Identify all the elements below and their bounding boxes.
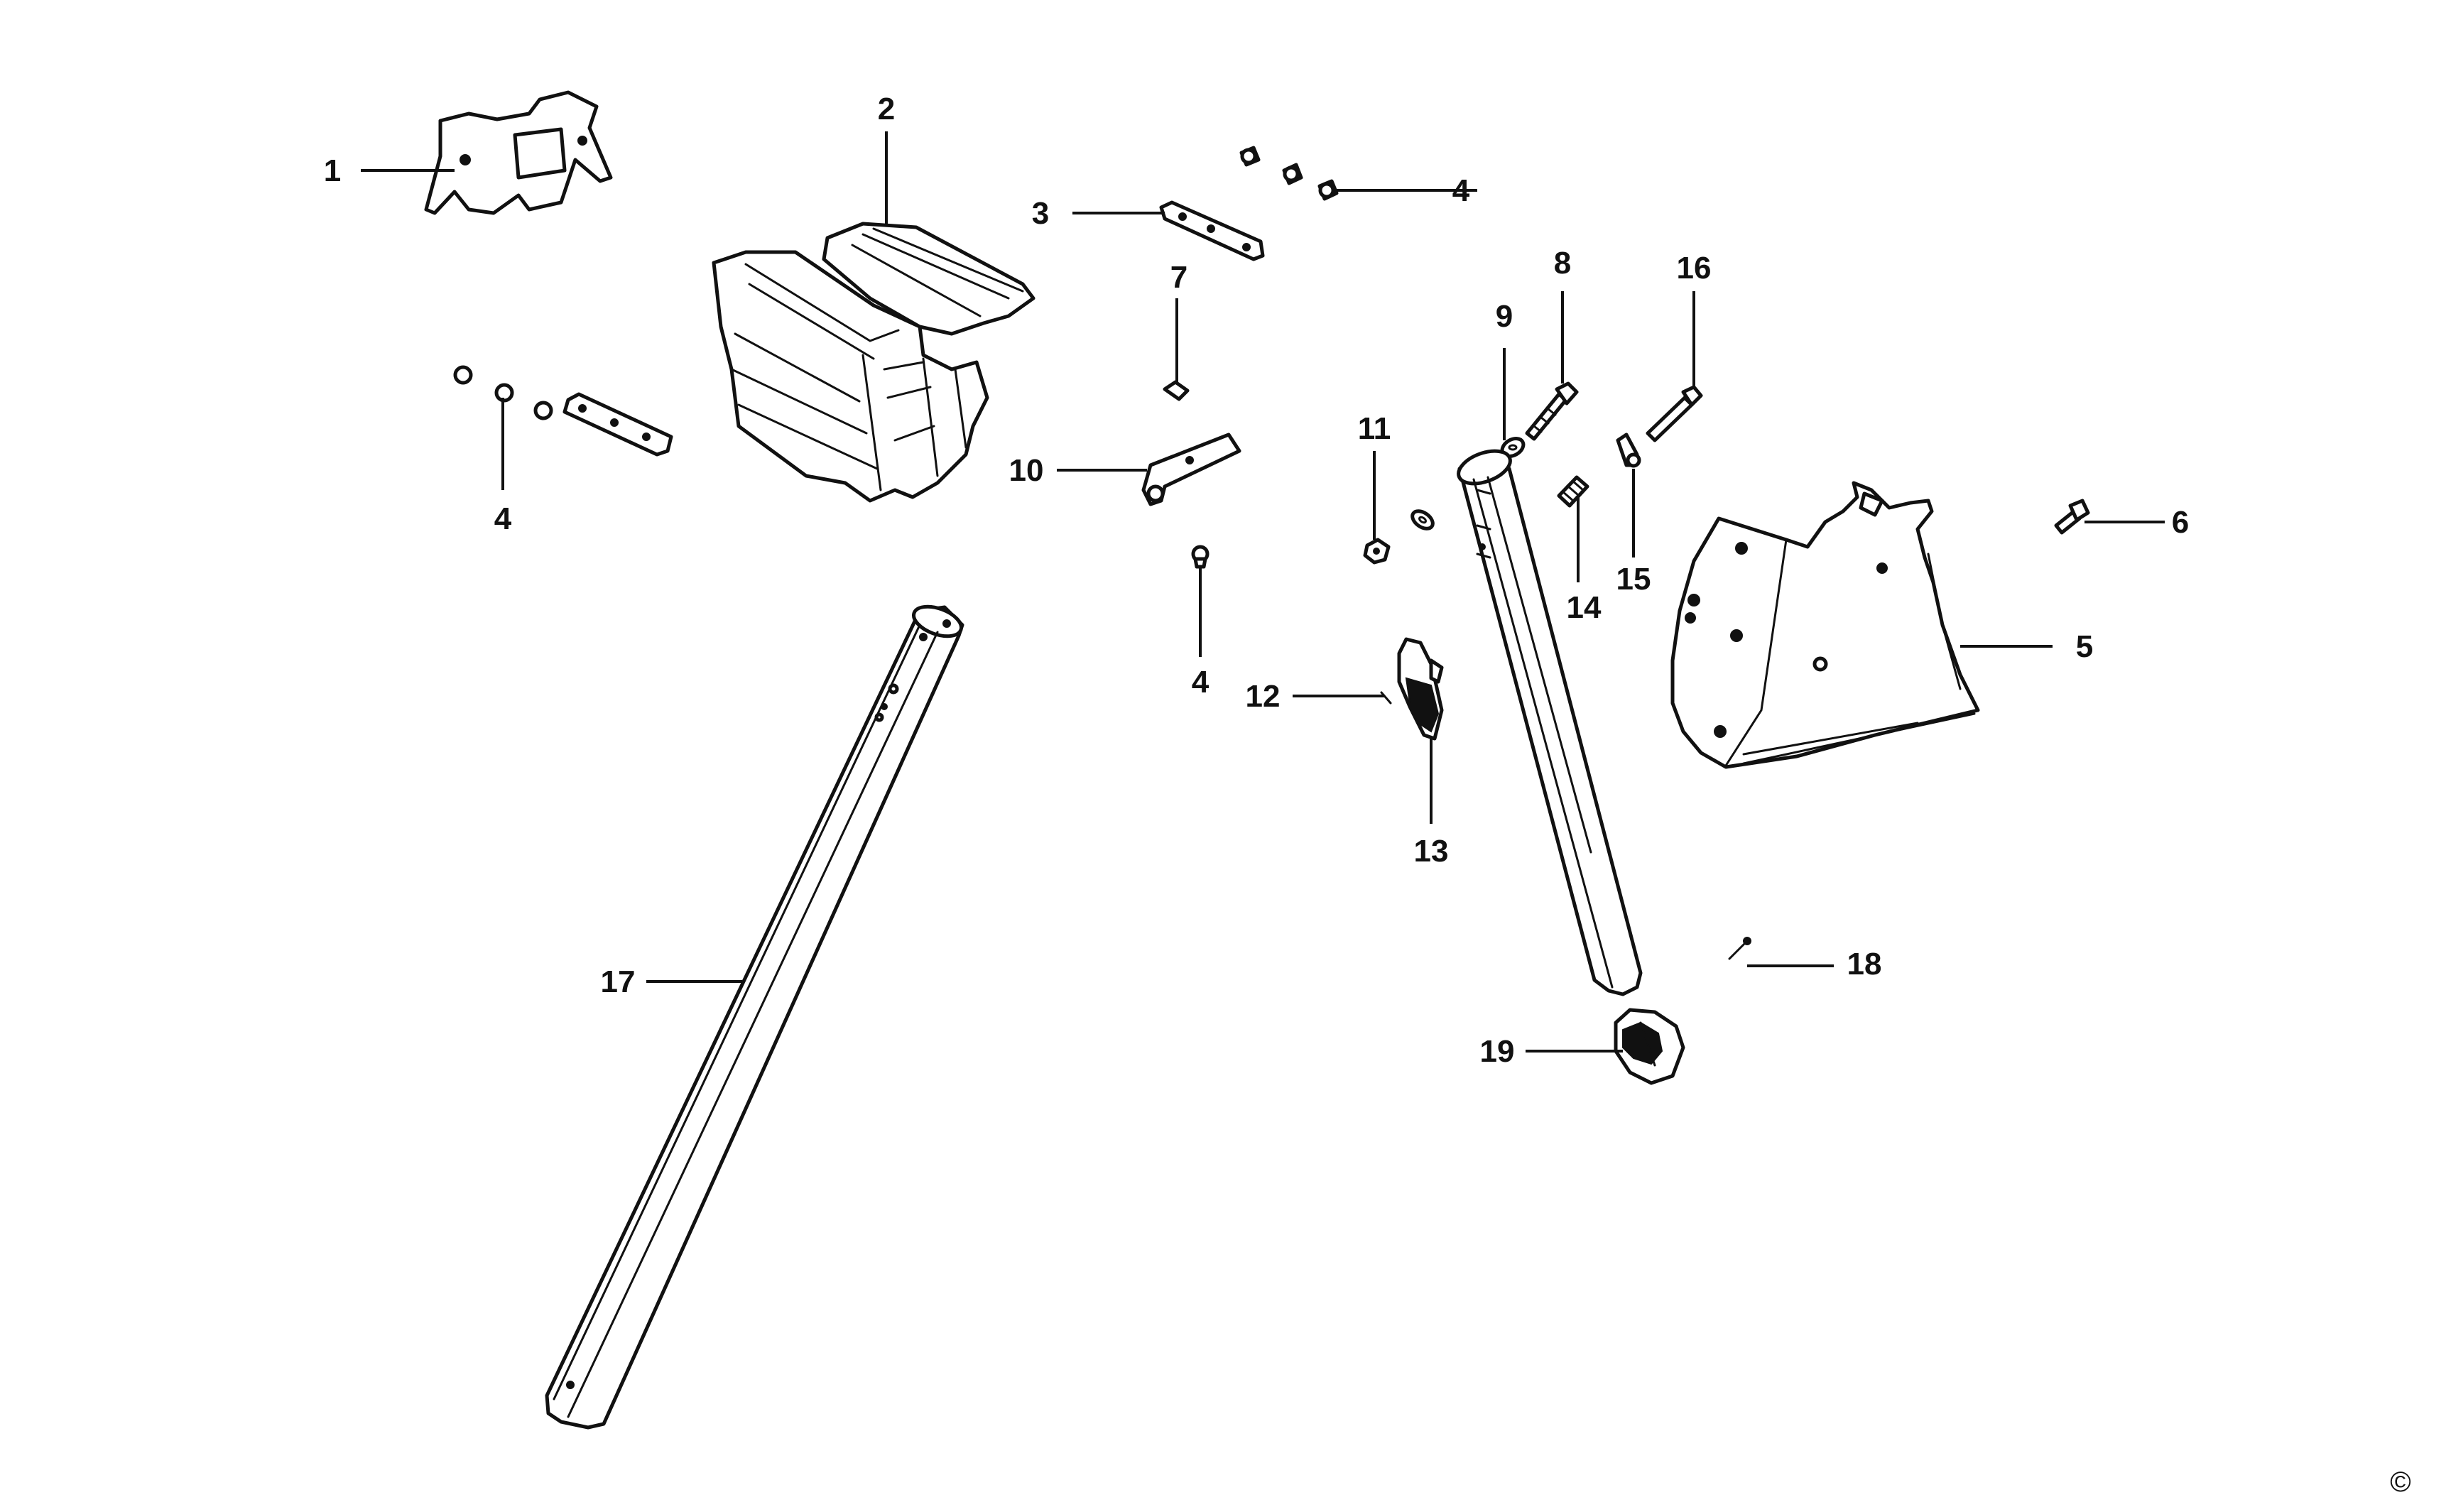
callout-19: 19 xyxy=(1480,1034,1515,1069)
copyright-mark: © xyxy=(2390,1467,2410,1498)
part-5-housing xyxy=(1670,481,1980,769)
callout-6: 6 xyxy=(2172,505,2189,540)
part-1-bracket xyxy=(424,90,613,215)
callout-14: 14 xyxy=(1567,590,1602,625)
callout-18: 18 xyxy=(1847,947,1882,981)
part-15-clip xyxy=(1616,433,1641,468)
callout-4-top: 4 xyxy=(1452,173,1470,208)
part-18-pin xyxy=(1728,937,1751,960)
callout-3: 3 xyxy=(1032,196,1049,231)
callout-11: 11 xyxy=(1358,411,1391,446)
washer-small xyxy=(1410,509,1435,531)
callout-12: 12 xyxy=(1246,679,1281,714)
callout-9: 9 xyxy=(1496,299,1513,334)
callout-1: 1 xyxy=(324,153,341,188)
leg-tube-right xyxy=(1457,449,1643,996)
part-12-pin xyxy=(1380,691,1392,705)
part-8-bolt xyxy=(1525,381,1579,441)
callout-16: 16 xyxy=(1677,251,1712,285)
part-13-lever xyxy=(1397,637,1444,741)
callout-7: 7 xyxy=(1170,260,1187,295)
callout-5: 5 xyxy=(2076,629,2093,664)
callout-10: 10 xyxy=(1009,453,1044,488)
callout-4-left: 4 xyxy=(494,501,512,536)
callout-4-bottom: 4 xyxy=(1192,665,1210,700)
part-11-nut xyxy=(1363,538,1391,565)
callout-13: 13 xyxy=(1414,834,1449,869)
part-2-extrusion-block xyxy=(712,222,1036,503)
part-14-threaded-stud xyxy=(1557,475,1589,508)
part-4-screws-left xyxy=(453,365,673,457)
leader-lines xyxy=(361,131,2165,1053)
part-6-screw xyxy=(2054,499,2090,535)
part-17-leg-tube xyxy=(545,604,964,1430)
part-3-plate xyxy=(1159,200,1265,261)
callout-2: 2 xyxy=(878,92,895,126)
part-7-square-nut xyxy=(1163,380,1190,401)
part-4-screw-bottom xyxy=(1191,545,1210,569)
callout-15: 15 xyxy=(1616,562,1651,597)
part-19-foot-cap xyxy=(1614,1008,1685,1085)
part-16-bolt xyxy=(1646,385,1703,442)
callout-8: 8 xyxy=(1554,246,1571,281)
part-10-bracket xyxy=(1141,433,1241,506)
callout-17: 17 xyxy=(601,964,636,999)
callout-labels: 1 2 3 4 4 4 5 6 7 8 9 10 11 12 13 14 15 … xyxy=(324,92,2189,1069)
part-4-screws-top xyxy=(1239,146,1339,201)
